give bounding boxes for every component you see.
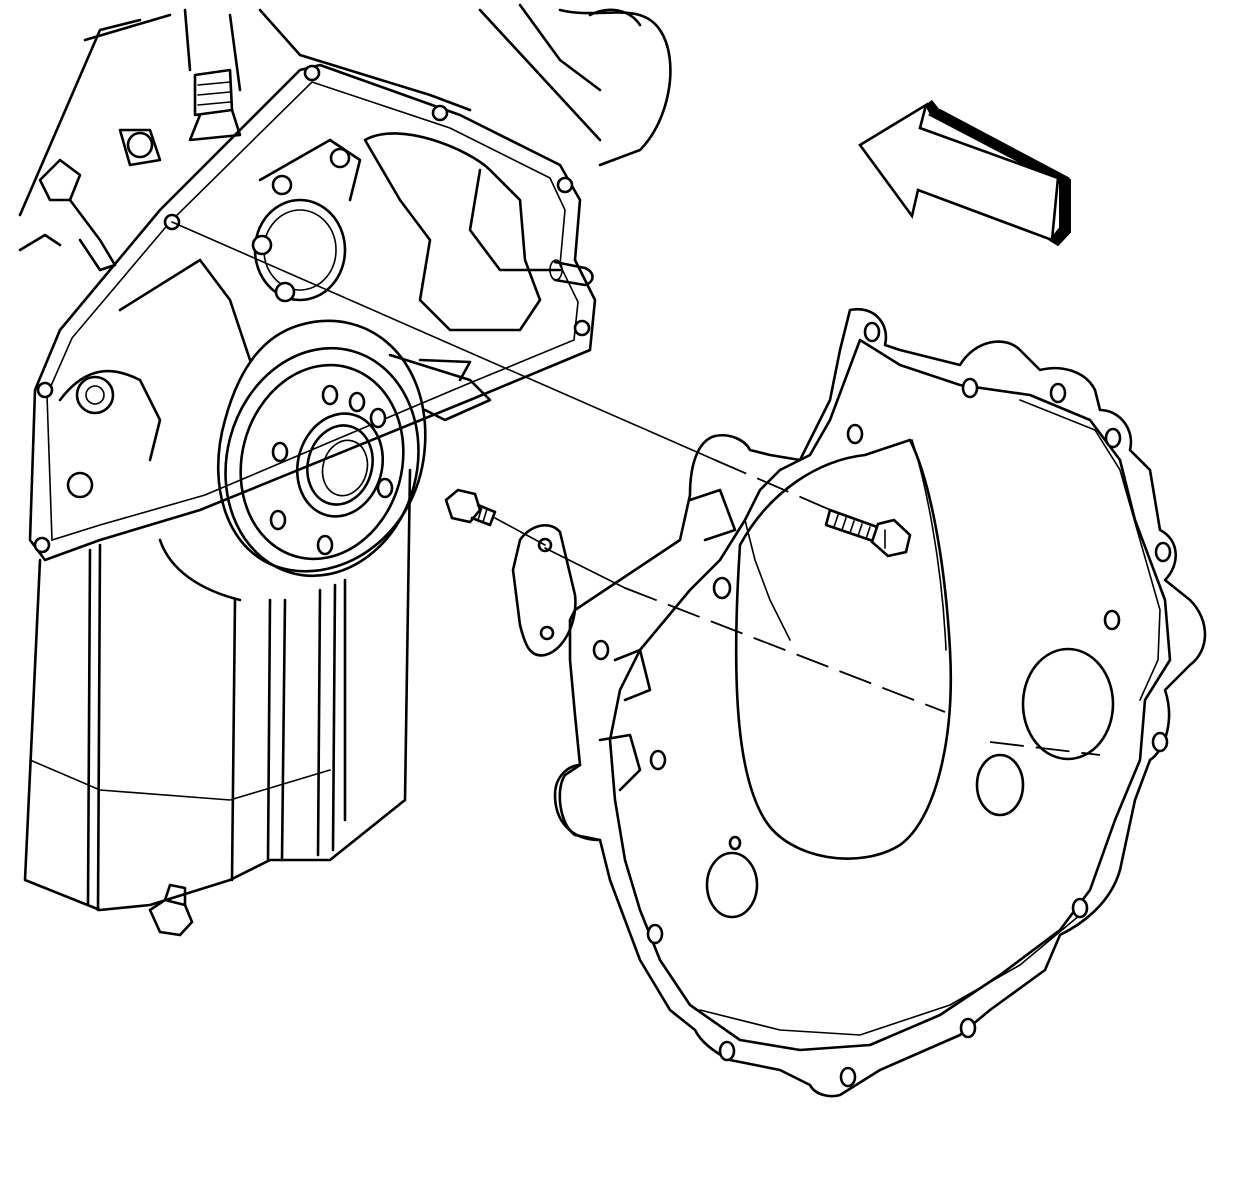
- bolt-long: [824, 508, 912, 558]
- oil-pan: [23, 468, 412, 937]
- bolt-short: [444, 488, 626, 589]
- installation-direction-arrow: [858, 100, 1071, 247]
- transmission-adapter-plate: [553, 307, 1207, 1098]
- cover-plate: [511, 524, 577, 657]
- engine-block-rear: [18, 3, 716, 562]
- crankshaft-rear-seal: [217, 319, 492, 578]
